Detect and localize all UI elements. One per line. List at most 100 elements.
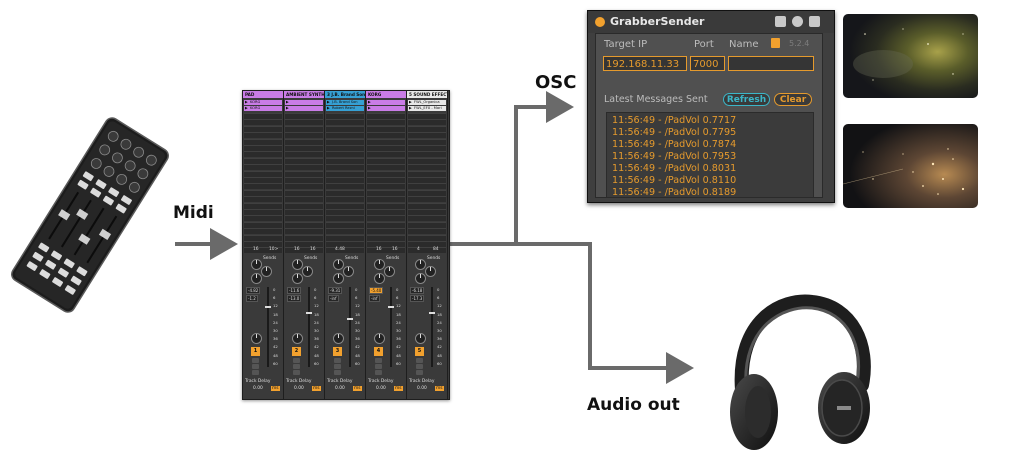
empty-clip-slot[interactable] — [244, 119, 282, 126]
input-channel[interactable]: 4.48 — [335, 247, 345, 252]
fader-handle[interactable] — [306, 312, 312, 314]
empty-clip-slot[interactable] — [244, 113, 282, 119]
empty-clip-slot[interactable] — [326, 221, 364, 228]
clip-slot[interactable]: ▶KORG — [244, 106, 282, 111]
empty-clip-slot[interactable] — [367, 151, 405, 158]
empty-clip-slot[interactable] — [285, 202, 323, 209]
clip-play-icon[interactable]: ▶ — [327, 100, 330, 104]
empty-clip-slot[interactable] — [244, 234, 282, 241]
fader-handle[interactable] — [388, 306, 394, 308]
clip-slot[interactable]: ▶FWL_Organica — [408, 100, 446, 105]
empty-clip-slot[interactable] — [367, 177, 405, 183]
fader-handle[interactable] — [347, 318, 353, 320]
empty-clip-slot[interactable] — [285, 157, 323, 164]
track-button[interactable] — [252, 370, 259, 375]
track-button[interactable] — [375, 358, 382, 363]
empty-clip-slot[interactable] — [326, 234, 364, 241]
empty-clip-slot[interactable] — [408, 113, 446, 119]
empty-clip-slot[interactable] — [285, 132, 323, 139]
volume-fader[interactable] — [390, 287, 392, 367]
empty-clip-slot[interactable] — [244, 189, 282, 196]
volume-fader[interactable] — [308, 287, 310, 367]
empty-clip-slot[interactable] — [244, 125, 282, 132]
empty-clip-slot[interactable] — [367, 170, 405, 177]
pan-knob[interactable] — [374, 333, 385, 344]
send-knob[interactable] — [251, 273, 262, 284]
empty-clip-slot[interactable] — [285, 119, 323, 126]
empty-clip-slot[interactable] — [244, 228, 282, 235]
empty-clip-slot[interactable] — [367, 196, 405, 203]
track-button[interactable] — [293, 364, 300, 369]
track-activator-button[interactable]: 1 — [251, 347, 260, 356]
clip-slot[interactable]: ▶FWL_EFX - Mari — [408, 106, 446, 111]
input-channel[interactable]: 4 — [417, 247, 420, 252]
send-knob[interactable] — [415, 259, 426, 270]
empty-clip-slot[interactable] — [326, 202, 364, 209]
send-knob[interactable] — [374, 259, 385, 270]
empty-clip-slot[interactable] — [326, 247, 364, 254]
pan-knob[interactable] — [251, 333, 262, 344]
empty-clip-slot[interactable] — [285, 177, 323, 183]
track-activator-button[interactable]: 4 — [374, 347, 383, 356]
empty-clip-slot[interactable] — [367, 145, 405, 151]
empty-clip-slot[interactable] — [408, 177, 446, 183]
empty-clip-slot[interactable] — [367, 183, 405, 190]
empty-clip-slot[interactable] — [367, 138, 405, 145]
empty-clip-slot[interactable] — [244, 145, 282, 151]
empty-clip-slot[interactable] — [408, 209, 446, 215]
send-knob[interactable] — [415, 273, 426, 284]
empty-clip-slot[interactable] — [367, 119, 405, 126]
send-knob[interactable] — [292, 259, 303, 270]
volume-value[interactable]: -9.31 — [328, 287, 343, 294]
empty-clip-slot[interactable] — [408, 170, 446, 177]
track-button[interactable] — [293, 358, 300, 363]
empty-clip-slot[interactable] — [285, 164, 323, 171]
empty-clip-slot[interactable] — [326, 170, 364, 177]
empty-clip-slot[interactable] — [367, 125, 405, 132]
clip-play-icon[interactable]: ▶ — [368, 106, 371, 110]
track-button[interactable] — [375, 364, 382, 369]
track-activator-button[interactable]: 3 — [333, 347, 342, 356]
empty-clip-slot[interactable] — [326, 113, 364, 119]
send-knob[interactable] — [333, 273, 344, 284]
empty-clip-slot[interactable] — [285, 151, 323, 158]
empty-clip-slot[interactable] — [285, 209, 323, 215]
input-channel[interactable]: 16 — [294, 247, 300, 252]
clip-play-icon[interactable]: ▶ — [368, 100, 371, 104]
track-delay-unit[interactable]: ms — [353, 386, 362, 391]
track-button[interactable] — [252, 364, 259, 369]
empty-clip-slot[interactable] — [244, 157, 282, 164]
empty-clip-slot[interactable] — [326, 145, 364, 151]
track-button[interactable] — [334, 364, 341, 369]
clip-play-icon[interactable]: ▶ — [409, 106, 412, 110]
empty-clip-slot[interactable] — [408, 138, 446, 145]
empty-clip-slot[interactable] — [408, 132, 446, 139]
empty-clip-slot[interactable] — [285, 113, 323, 119]
lock-icon[interactable] — [771, 38, 780, 48]
empty-clip-slot[interactable] — [285, 247, 323, 254]
empty-clip-slot[interactable] — [408, 202, 446, 209]
empty-clip-slot[interactable] — [326, 119, 364, 126]
empty-clip-slot[interactable] — [408, 183, 446, 190]
track-delay-unit[interactable]: ms — [394, 386, 403, 391]
empty-clip-slot[interactable] — [367, 247, 405, 254]
empty-clip-slot[interactable] — [408, 164, 446, 171]
track-name[interactable]: 5 SOUND EFFECT — [407, 91, 447, 98]
empty-clip-slot[interactable] — [285, 241, 323, 247]
empty-clip-slot[interactable] — [244, 202, 282, 209]
empty-clip-slot[interactable] — [367, 189, 405, 196]
empty-clip-slot[interactable] — [285, 189, 323, 196]
volume-fader[interactable] — [349, 287, 351, 367]
empty-clip-slot[interactable] — [408, 125, 446, 132]
empty-clip-slot[interactable] — [326, 209, 364, 215]
output-channel[interactable]: 84 — [433, 247, 439, 252]
clip-play-icon[interactable]: ▶ — [327, 106, 330, 110]
clip-slot[interactable]: ▶Robert Rezni — [326, 106, 364, 111]
empty-clip-slot[interactable] — [408, 189, 446, 196]
track-delay-value[interactable]: 0.00 — [335, 386, 345, 391]
volume-value[interactable]: -5.40 — [369, 287, 384, 294]
empty-clip-slot[interactable] — [326, 125, 364, 132]
send-knob[interactable] — [425, 266, 436, 277]
empty-clip-slot[interactable] — [408, 215, 446, 222]
clear-button[interactable]: Clear — [774, 93, 812, 106]
